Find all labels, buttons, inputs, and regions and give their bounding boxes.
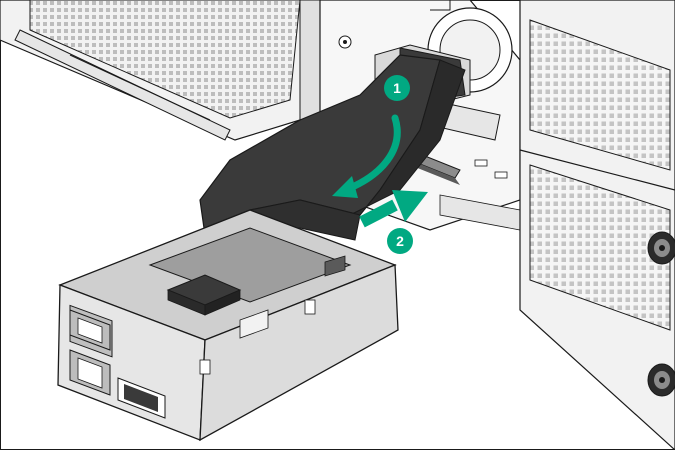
upper-left-drive-bay — [0, 0, 326, 141]
curved-arrow-icon — [332, 114, 401, 198]
callout-step-2: 2 — [387, 228, 413, 254]
callout-1-label: 1 — [393, 80, 401, 96]
module-body — [57, 209, 399, 442]
callout-step-1: 1 — [384, 75, 410, 101]
callout-2-label: 2 — [396, 233, 404, 249]
right-drive-cage — [519, 0, 675, 450]
straight-arrow-icon — [359, 190, 428, 228]
thumbscrew-lower-icon — [647, 363, 675, 397]
thumbscrew-upper-icon — [647, 231, 675, 265]
module-button-icon — [166, 274, 242, 316]
